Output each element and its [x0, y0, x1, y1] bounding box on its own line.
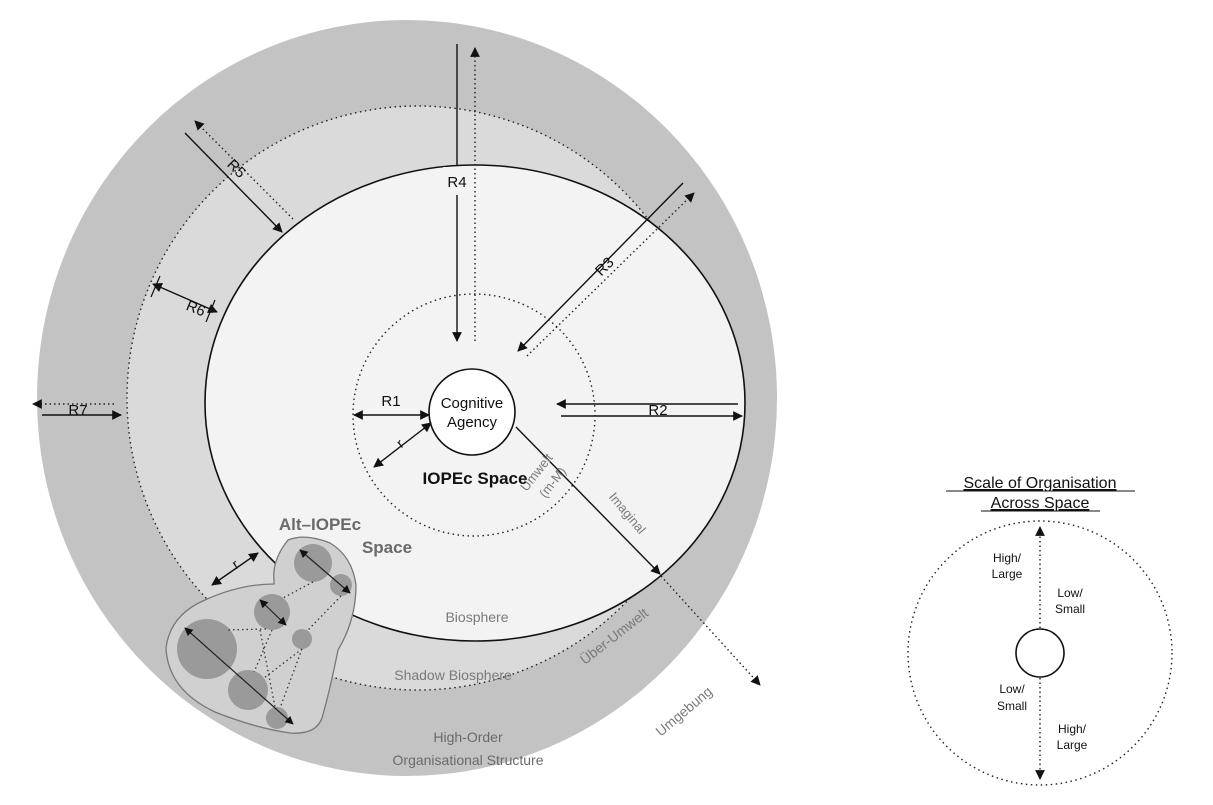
high-order-label-2: Organisational Structure — [393, 752, 544, 768]
cognitive-agency-circle — [428, 368, 516, 456]
alt-arrow — [299, 549, 351, 594]
cognitive-label-1: Cognitive — [441, 395, 504, 412]
scale-low-top-1: Low/ — [1057, 586, 1083, 600]
alt-circle — [292, 629, 312, 649]
imaginal-arrow-solid — [515, 426, 661, 575]
r1-label: R1 — [381, 393, 400, 410]
r6-tick-left — [150, 275, 161, 298]
cognitive-label-2: Agency — [447, 414, 498, 431]
r6-label: R6 — [184, 297, 208, 320]
r3-arrow-out — [526, 192, 695, 357]
alt-circle — [228, 670, 268, 710]
biosphere-label: Biosphere — [445, 609, 508, 625]
scale-low-top-2: Small — [1055, 602, 1085, 616]
r4-label: R4 — [447, 174, 466, 191]
r6-tick-right — [205, 299, 216, 323]
high-order-label-1: High-Order — [433, 729, 503, 745]
r5-arrow-in — [184, 132, 283, 233]
r7-label: R7 — [68, 402, 87, 419]
umgebung-label: Umgebung — [652, 683, 715, 739]
r2-label: R2 — [648, 402, 667, 419]
scale-high-bottom-1: High/ — [1058, 722, 1087, 736]
alt-iopec-label-2: Space — [362, 538, 412, 557]
alt-r-arrow — [211, 552, 259, 586]
scale-title-2: Across Space — [991, 495, 1090, 512]
scale-high-top-1: High/ — [993, 551, 1022, 565]
scale-title-1: Scale of Organisation — [964, 475, 1117, 492]
r5-arrow-out — [194, 120, 294, 220]
scale-high-top-2: Large — [992, 567, 1023, 581]
alt-arrow — [184, 627, 294, 725]
alt-iopec-label-1: Alt–IOPEc — [279, 515, 361, 534]
shadow-biosphere-label: Shadow Biosphere — [394, 667, 512, 683]
r-small-arrow — [373, 422, 432, 468]
alt-arrow — [259, 599, 287, 626]
scale-high-bottom-2: Large — [1057, 738, 1088, 752]
r3-arrow-in — [517, 182, 684, 352]
r4-label-bg — [443, 167, 471, 193]
umwelt-circle — [352, 293, 596, 537]
scale-low-bottom-1: Low/ — [999, 682, 1025, 696]
iopec-space-title: IOPEc Space — [423, 469, 528, 488]
r6-arrow — [152, 283, 218, 313]
alt-circle — [177, 619, 237, 679]
imaginal-arrow-dotted — [660, 575, 761, 686]
alt-circle — [294, 544, 332, 582]
scale-outer-circle — [907, 520, 1173, 786]
scale-low-bottom-2: Small — [997, 699, 1027, 713]
scale-legend: Scale of Organisation Across Space High/… — [907, 475, 1173, 786]
scale-inner-circle — [1015, 628, 1065, 678]
